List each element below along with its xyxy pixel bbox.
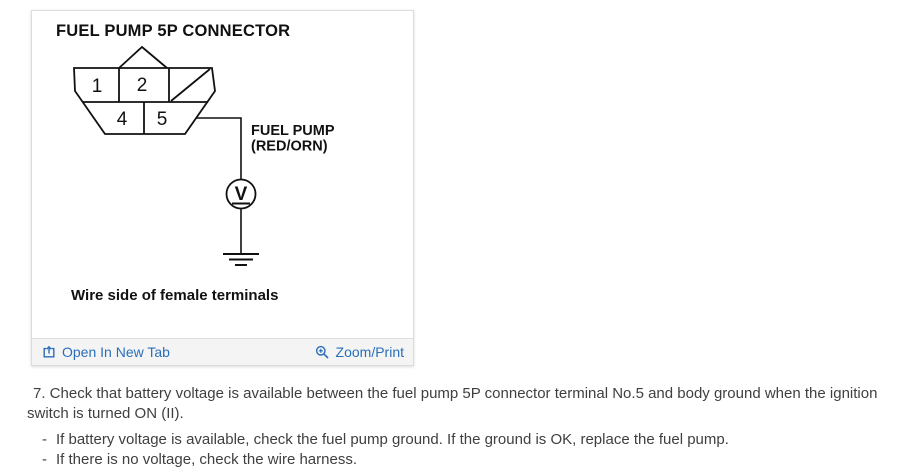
bullet-item: - If battery voltage is available, check…	[42, 430, 889, 450]
open-in-new-tab-icon	[43, 345, 55, 358]
diagram-caption: Wire side of female terminals	[71, 287, 278, 304]
diagram-panel: FUEL PUMP 5P CONNECTOR 1 2 4 5	[31, 10, 414, 366]
wiring-diagram-svg: FUEL PUMP 5P CONNECTOR 1 2 4 5	[56, 22, 335, 304]
bullet-list: - If battery voltage is available, check…	[27, 430, 889, 470]
terminal-4: 4	[117, 109, 128, 130]
zoom-icon	[315, 345, 329, 359]
blocked-cavity-diagonal	[170, 68, 211, 102]
terminal-1: 1	[92, 76, 103, 97]
wiring-diagram: FUEL PUMP 5P CONNECTOR 1 2 4 5	[32, 11, 413, 338]
bullet-item: - If there is no voltage, check the wire…	[42, 450, 889, 470]
wire-terminal5	[196, 117, 242, 179]
bullet-text: If there is no voltage, check the wire h…	[56, 451, 357, 468]
connector-peak	[118, 45, 168, 69]
terminal-2: 2	[137, 75, 148, 96]
bullet-dash: -	[42, 431, 47, 448]
zoom-print-label: Zoom/Print	[335, 344, 404, 360]
zoom-print-link[interactable]: Zoom/Print	[315, 345, 404, 360]
diagram-title: FUEL PUMP 5P CONNECTOR	[56, 22, 290, 40]
ground-icon	[223, 253, 259, 266]
panel-footer: Open In New Tab Zoom/Print	[32, 338, 413, 365]
bullet-text: If battery voltage is available, check t…	[56, 431, 729, 448]
voltmeter-symbol: V	[235, 184, 248, 205]
step-7-text: 7. Check that battery voltage is availab…	[27, 385, 878, 422]
open-in-new-tab-link[interactable]: Open In New Tab	[42, 345, 170, 359]
wire-label-line1: FUEL PUMP	[251, 123, 335, 139]
bullet-dash: -	[42, 451, 47, 468]
open-in-new-tab-label: Open In New Tab	[62, 344, 170, 360]
connector-outline	[73, 67, 216, 135]
instructions: 7. Check that battery voltage is availab…	[27, 384, 889, 470]
terminal-5: 5	[157, 109, 168, 130]
wire-label-line2: (RED/ORN)	[251, 139, 328, 155]
